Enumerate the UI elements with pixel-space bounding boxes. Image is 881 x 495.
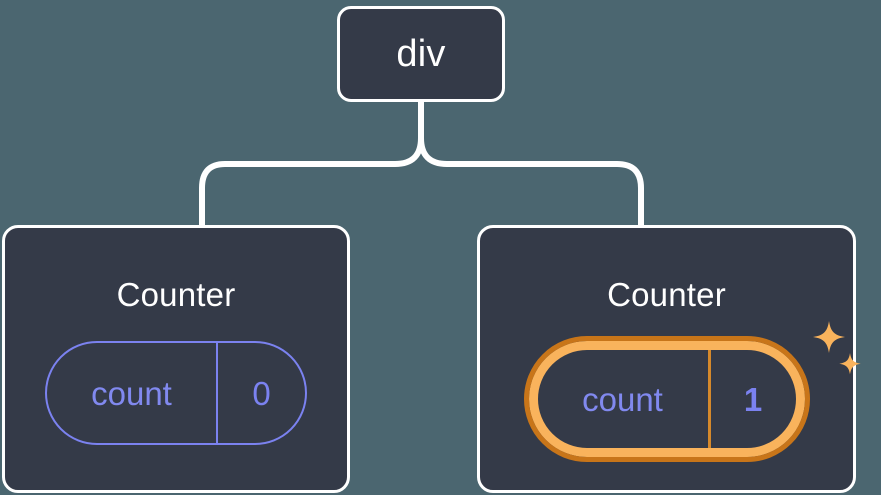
state-value-label-left: 0 (252, 374, 271, 412)
state-value-cell-right: 1 (711, 350, 796, 448)
state-pill-left[interactable]: count 0 (45, 341, 307, 445)
node-div-label: div (396, 33, 446, 75)
state-pill-wrapper-left: count 0 (45, 341, 307, 445)
state-key-cell-right: count (538, 350, 711, 448)
state-pill-right[interactable]: count 1 (523, 336, 810, 462)
node-counter-right-title: Counter (607, 276, 726, 313)
sparkle-small (838, 353, 861, 375)
state-key-cell-left: count (47, 343, 218, 443)
state-value-cell-left: 0 (218, 343, 305, 443)
node-div[interactable]: div (337, 6, 505, 102)
state-key-label-right: count (582, 380, 663, 418)
node-counter-left[interactable]: Counter count 0 (2, 225, 350, 493)
sparkles-icon (812, 321, 861, 375)
connector-root-to-right-child (418, 99, 644, 231)
state-pill-wrapper-right: count 1 (523, 321, 861, 462)
connector-root-to-left-child (199, 99, 424, 231)
state-key-label-left: count (91, 374, 172, 412)
state-value-label-right: 1 (743, 380, 763, 418)
node-counter-right[interactable]: Counter count 1 (477, 225, 861, 493)
node-counter-left-title: Counter (116, 276, 236, 313)
sparkle-large (812, 321, 845, 353)
